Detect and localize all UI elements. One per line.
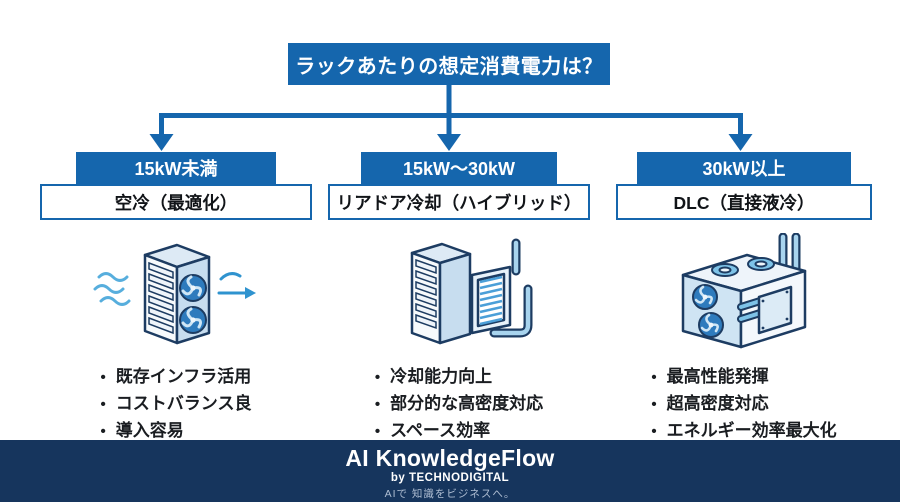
brand-logo-text: AI KnowledgeFlow — [345, 445, 555, 471]
benefit-item: 導入容易 — [101, 418, 252, 445]
icon-area — [40, 230, 312, 358]
benefit-item: 最高性能発揮 — [651, 364, 836, 391]
benefit-item: 冷却能力向上 — [375, 364, 543, 391]
branch-direct-liquid-cooling: 30kW以上 DLC（直接液冷） — [616, 152, 872, 445]
cooling-method-box: DLC（直接液冷） — [616, 184, 872, 220]
brand-byline: by TECHNODIGITAL — [390, 472, 510, 484]
benefit-list: 冷却能力向上 部分的な高密度対応 スペース効率 — [375, 364, 543, 445]
icon-area — [328, 230, 590, 358]
benefit-item: 部分的な高密度対応 — [375, 391, 543, 418]
power-range-label: 30kW以上 — [702, 159, 786, 179]
rear-door-cooling-icon — [410, 238, 533, 345]
cooling-method-box: 空冷（最適化） — [40, 184, 312, 220]
branch-rear-door-cooling: 15kW〜30kW リアドア冷却（ハイブリッド） — [328, 152, 590, 445]
benefit-item: エネルギー効率最大化 — [651, 418, 837, 445]
benefit-item: コストバランス良 — [101, 391, 252, 418]
cooling-method-label: 空冷（最適化） — [114, 192, 238, 213]
power-range-badge: 15kW〜30kW — [361, 152, 557, 184]
benefit-list: 既存インフラ活用 コストバランス良 導入容易 — [101, 364, 252, 445]
arrow-head-center — [437, 134, 461, 151]
cooling-method-box: リアドア冷却（ハイブリッド） — [328, 184, 590, 220]
power-range-label: 15kW〜30kW — [402, 159, 516, 179]
arrow-head-right — [728, 134, 753, 151]
root-question-label: ラックあたりの想定消費電力は？ — [295, 55, 603, 78]
air-cooled-rack-icon — [93, 243, 256, 345]
icon-area — [616, 230, 872, 358]
root-question-box: ラックあたりの想定消費電力は？ — [288, 43, 610, 85]
benefit-item: 超高密度対応 — [651, 391, 836, 418]
cooling-method-label: DLC（直接液冷） — [673, 192, 815, 213]
power-range-badge: 15kW未満 — [76, 152, 276, 184]
arrow-head-left — [149, 134, 174, 151]
brand-tagline: AIで 知識をビジネスへ。 — [384, 488, 516, 500]
power-range-label: 15kW未満 — [134, 159, 218, 179]
footer-banner: AI KnowledgeFlow by TECHNODIGITAL AIで 知識… — [0, 440, 900, 502]
branch-arrows — [149, 84, 753, 151]
benefit-item: スペース効率 — [375, 418, 543, 445]
power-range-badge: 30kW以上 — [637, 152, 851, 184]
branch-air-cooling: 15kW未満 空冷（最適化） — [40, 152, 312, 445]
cooling-method-label: リアドア冷却（ハイブリッド） — [336, 192, 582, 213]
direct-liquid-cooling-icon — [681, 233, 807, 349]
benefit-list: 最高性能発揮 超高密度対応 エネルギー効率最大化 — [651, 364, 837, 445]
benefit-item: 既存インフラ活用 — [101, 364, 252, 391]
